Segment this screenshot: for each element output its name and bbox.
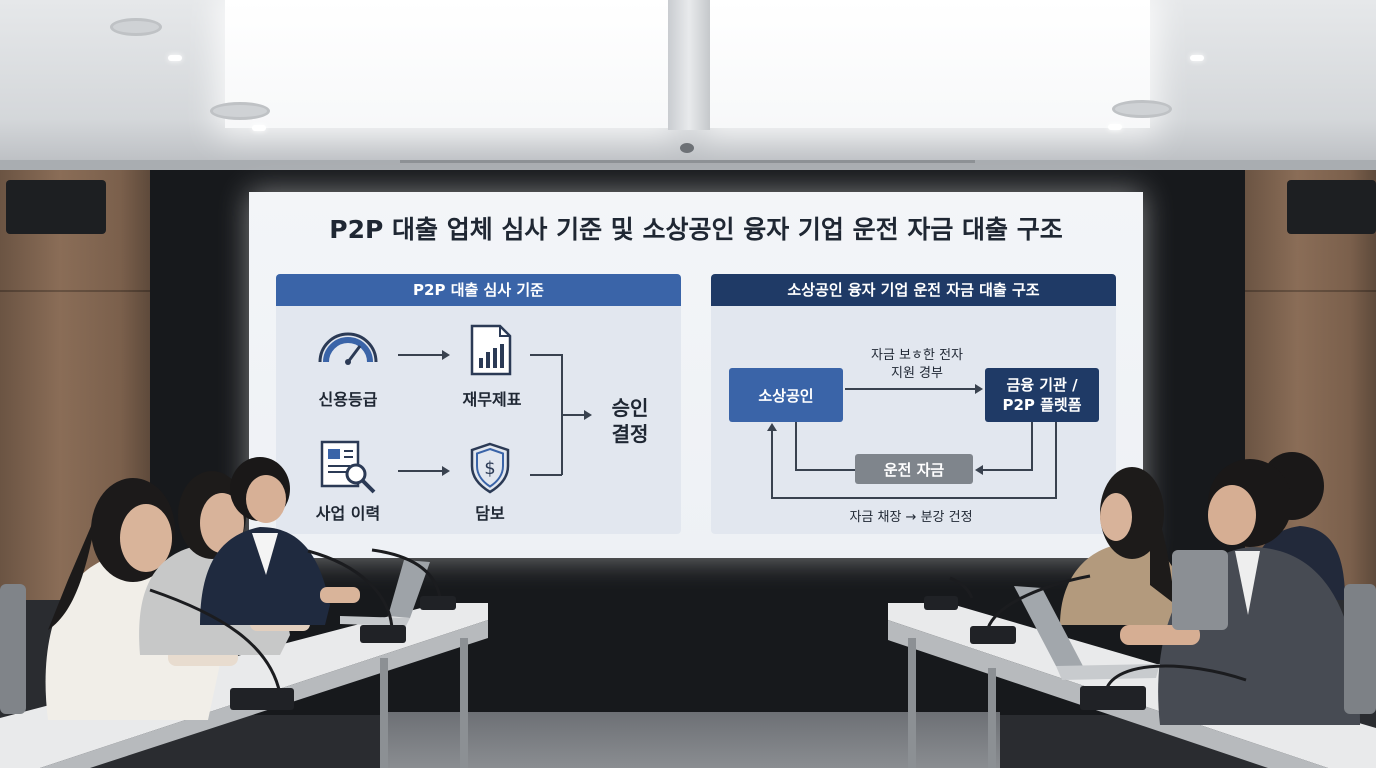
line-merchant-down [795, 422, 797, 470]
flow-label-line2: 지원 경부 [891, 366, 943, 381]
right-panel-header: 소상공인 융자 기업 운전 자금 대출 구조 [711, 274, 1116, 306]
attendee-left-back [200, 457, 360, 625]
ceiling-light-left [225, 0, 670, 128]
connector-top [530, 354, 562, 356]
chair [0, 584, 26, 714]
arrow-head [975, 384, 983, 394]
lender-box-line2: P2P 플렛폼 [1002, 396, 1082, 414]
speaker-right [1287, 180, 1376, 234]
line-working-to-left [795, 469, 855, 471]
microphone [1080, 664, 1247, 710]
ceiling-slot [400, 160, 975, 163]
presentation-screen: P2P 대출 업체 심사 기준 및 소상공인 융자 기업 운전 자금 대출 구조… [249, 192, 1143, 558]
microphone [149, 588, 294, 710]
right-panel: 소상공인 융자 기업 운전 자금 대출 구조 자금 보ㅎ한 전자 지원 경부 소… [711, 274, 1116, 534]
line-lender-down [1031, 422, 1033, 470]
financial-statement-icon [470, 324, 512, 376]
ceiling-beam [668, 0, 710, 130]
lender-box-line1: 금융 기관 / [1006, 376, 1078, 394]
ceiling-edge [0, 160, 1376, 170]
floor [380, 712, 1000, 768]
svg-text:$: $ [484, 458, 495, 479]
microphone [371, 548, 456, 610]
chair [1172, 550, 1228, 630]
attendee-right-woman [1060, 467, 1181, 625]
downlight [1190, 55, 1204, 61]
ceiling-vent [110, 18, 162, 36]
business-history-label: 사업 이력 [315, 504, 381, 523]
left-panel: P2P 대출 심사 기준 신용등급 재무제표 [276, 274, 681, 534]
approval-label-line2: 결정 [611, 422, 649, 446]
arrow-merchant-to-lender [845, 388, 977, 390]
downlight [1108, 124, 1122, 130]
arrow-to-approval [562, 414, 586, 416]
shield-dollar-icon: $ [470, 442, 510, 494]
connector-bottom [530, 474, 562, 476]
ceiling-light-right [708, 0, 1150, 128]
downlight [168, 55, 182, 61]
approval-label-line1: 승인 [611, 396, 649, 420]
merchant-box: 소상공인 [729, 368, 843, 422]
wall-seam [0, 290, 150, 292]
arrow-head [975, 465, 983, 475]
arrow-history-to-collateral [398, 470, 444, 472]
arrow-head [584, 410, 592, 420]
financial-statement-label: 재무제표 [462, 390, 522, 409]
arrow-head [767, 423, 777, 431]
microphone [924, 576, 974, 610]
bottom-flow-label: 자금 채장 → 분강 건정 [849, 510, 973, 525]
chair [1344, 584, 1376, 714]
line-bottom-loop [771, 497, 1057, 499]
microphone [970, 574, 1091, 644]
ceiling-vent [1112, 100, 1172, 118]
left-panel-header: P2P 대출 심사 기준 [276, 274, 681, 306]
collateral-label: 담보 [475, 504, 505, 523]
ceiling-camera [680, 143, 694, 153]
credit-rating-label: 신용등급 [318, 390, 378, 409]
line-lender-bottom [1055, 422, 1057, 498]
arrow-lender-to-working [983, 469, 1033, 471]
microphone [307, 549, 406, 643]
working-capital-box: 운전 자금 [855, 454, 973, 484]
downlight [252, 125, 266, 131]
lender-box: 금융 기관 / P2P 플렛폼 [985, 368, 1099, 422]
wall-seam [1245, 290, 1376, 292]
arrow-credit-to-finance [398, 354, 444, 356]
connector-vertical [561, 354, 563, 475]
speaker-left [6, 180, 106, 234]
slide-title: P2P 대출 업체 심사 기준 및 소상공인 융자 기업 운전 자금 대출 구조 [329, 215, 1063, 244]
ceiling-vent [210, 102, 270, 120]
gauge-icon [318, 332, 378, 365]
business-history-icon [320, 440, 376, 494]
line-merchant-up [771, 430, 773, 498]
flow-label-line1: 자금 보ㅎ한 전자 [871, 348, 963, 363]
arrow-head [442, 350, 450, 360]
arrow-head [442, 466, 450, 476]
